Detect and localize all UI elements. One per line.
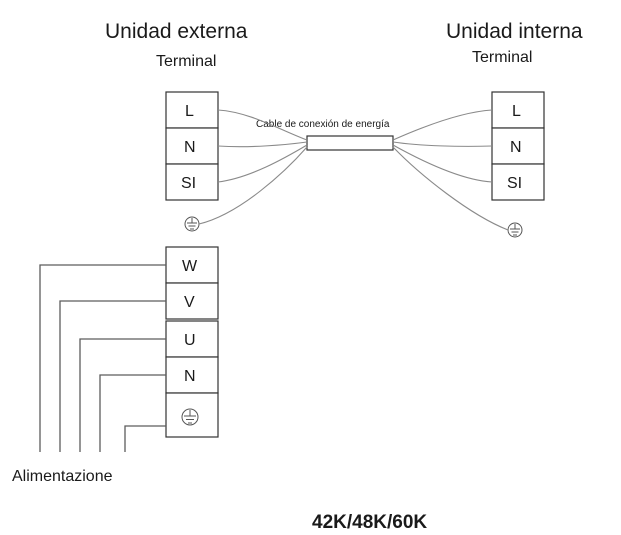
indoor-terminal-label: Terminal	[472, 49, 532, 66]
outdoor-terminal-n	[165, 127, 219, 165]
indoor-terminal-block: L N SI	[491, 91, 545, 201]
outdoor-terminal-l-label: L	[185, 103, 194, 120]
indoor-terminal-si	[491, 163, 545, 201]
supply-ground-icon	[181, 408, 199, 426]
outdoor-terminal-si-label: SI	[181, 175, 196, 192]
supply-wires	[39, 264, 166, 452]
supply-terminal-w-label: W	[182, 258, 198, 275]
supply-terminal-v-label: V	[184, 294, 195, 311]
model-label: 42K/48K/60K	[312, 512, 427, 533]
outdoor-terminal-n-label: N	[184, 139, 196, 156]
supply-terminal-block: W V U N	[165, 246, 219, 438]
outdoor-unit-title: Unidad externa	[105, 20, 248, 43]
power-cable-connector	[306, 135, 394, 151]
supply-terminal-w	[165, 246, 219, 284]
power-cable-label: Cable de conexión de energía	[256, 119, 390, 130]
supply-terminal-u-label: U	[184, 332, 196, 349]
outdoor-terminal-block: L N SI	[165, 91, 219, 201]
indoor-unit-title: Unidad interna	[446, 20, 583, 43]
outdoor-ground-icon	[184, 216, 200, 232]
indoor-wires	[392, 109, 509, 231]
indoor-terminal-si-label: SI	[507, 175, 522, 192]
supply-terminal-u	[165, 320, 219, 358]
outdoor-terminal-si	[165, 163, 219, 201]
outdoor-terminal-l	[165, 91, 219, 129]
supply-terminal-v	[165, 282, 219, 320]
indoor-terminal-n-label: N	[510, 139, 522, 156]
outdoor-wires	[198, 109, 308, 225]
indoor-terminal-n	[491, 127, 545, 165]
indoor-ground-icon	[507, 222, 523, 238]
indoor-terminal-l-label: L	[512, 103, 521, 120]
supply-terminal-n-label: N	[184, 368, 196, 385]
supply-label: Alimentazione	[12, 468, 113, 485]
outdoor-terminal-label: Terminal	[156, 53, 216, 70]
